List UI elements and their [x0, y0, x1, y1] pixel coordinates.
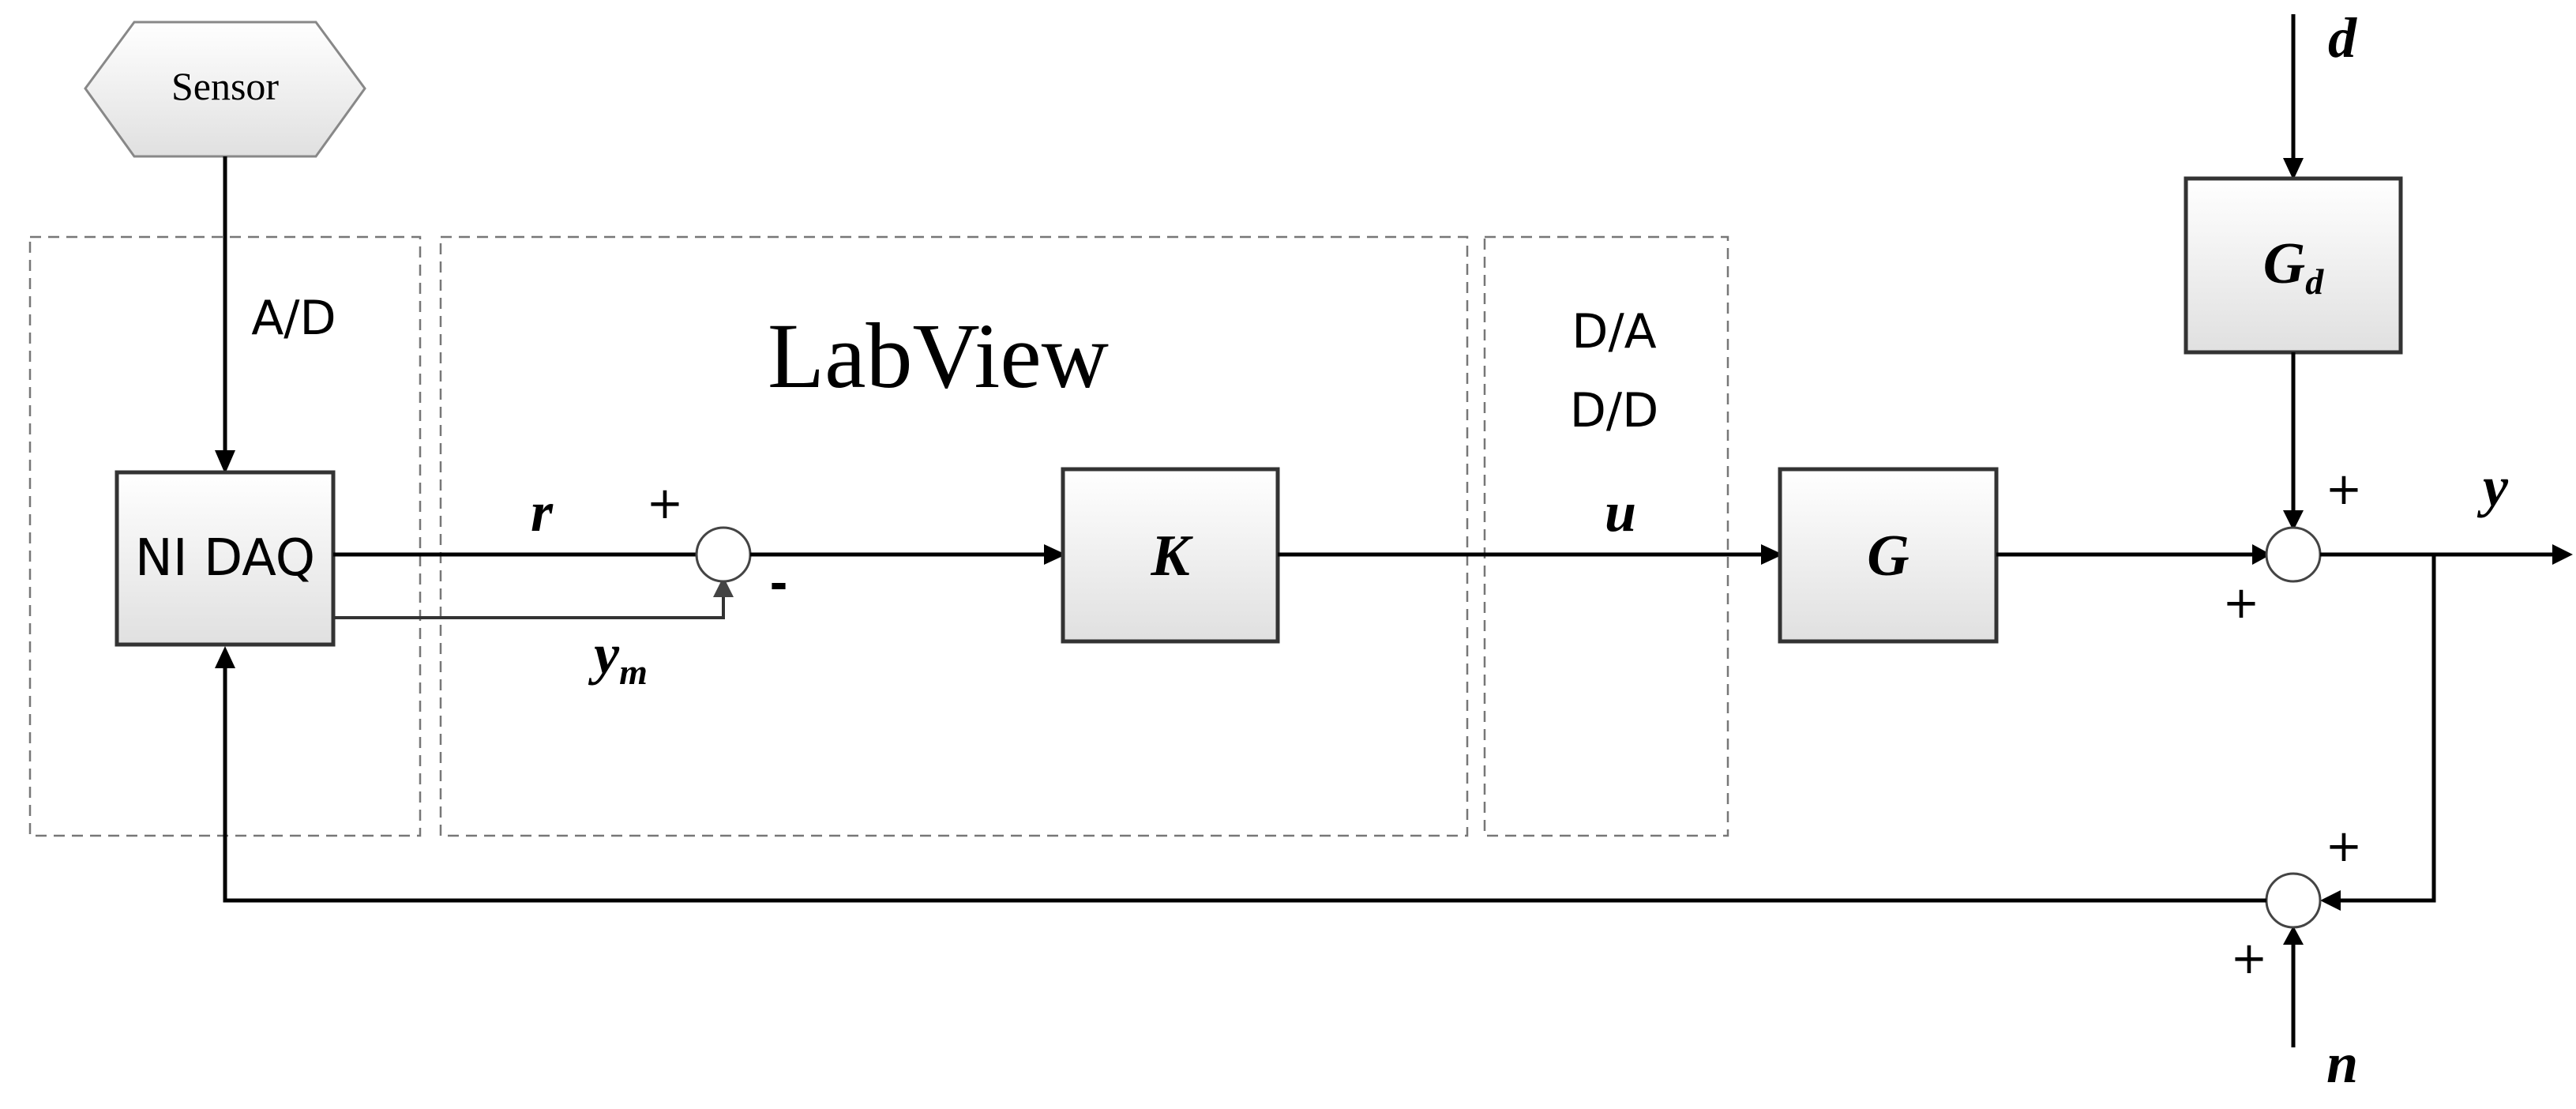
sum1-minus-sign: - — [769, 558, 787, 610]
sum3-right-arrowhead — [2320, 890, 2341, 911]
disturbance-block — [2184, 176, 2403, 355]
daq-bottom-arrowhead — [215, 646, 235, 668]
ym-label: ym — [588, 622, 648, 692]
u-label: u — [1605, 480, 1636, 543]
dd-label: D/D — [1570, 383, 1659, 438]
ad-label: A/D — [251, 291, 336, 346]
ym-wire — [333, 591, 725, 619]
daq-label: NI DAQ — [135, 529, 315, 588]
sum2-left-arrowhead — [2252, 544, 2271, 565]
sensor-node — [84, 21, 366, 158]
daq-input-arrowhead — [215, 450, 235, 474]
n-label: n — [2326, 1032, 2358, 1095]
controller-label: K — [1150, 524, 1193, 588]
feedback-branch-wire — [2338, 554, 2436, 903]
sum3-n-sign: + — [2231, 933, 2268, 984]
gd-input-arrowhead — [2283, 158, 2304, 180]
sum1-plus-sign: + — [647, 478, 684, 529]
controller-block — [1061, 467, 1280, 644]
converter-region — [1483, 235, 1729, 837]
sum3-y-sign: + — [2326, 821, 2363, 872]
sum2-gd-sign: + — [2326, 464, 2363, 515]
plant-block — [1778, 467, 1999, 644]
ym-arrowhead — [713, 577, 734, 597]
sum2-g-sign: + — [2223, 577, 2260, 629]
labview-region — [439, 235, 1469, 837]
r-label: r — [531, 480, 554, 543]
sum3-bottom-arrowhead — [2283, 926, 2304, 945]
labview-title: LabView — [768, 304, 1109, 408]
sum2-top-arrowhead — [2283, 510, 2304, 531]
sum-junction-error — [695, 526, 752, 583]
y-output-arrowhead — [2552, 544, 2573, 565]
sensor-label: Sensor — [171, 64, 279, 108]
daq-block — [115, 470, 336, 647]
da-label: D/A — [1572, 304, 1656, 359]
sum-junction-noise — [2265, 872, 2322, 929]
k-input-arrowhead — [1044, 544, 1066, 565]
g-input-arrowhead — [1761, 544, 1783, 565]
plant-label: G — [1867, 524, 1909, 588]
y-label: y — [2476, 455, 2509, 518]
d-label: d — [2328, 6, 2357, 70]
sum-junction-output — [2265, 526, 2322, 583]
measurement-return-wire — [223, 660, 2266, 903]
disturbance-label: Gd — [2263, 231, 2324, 302]
